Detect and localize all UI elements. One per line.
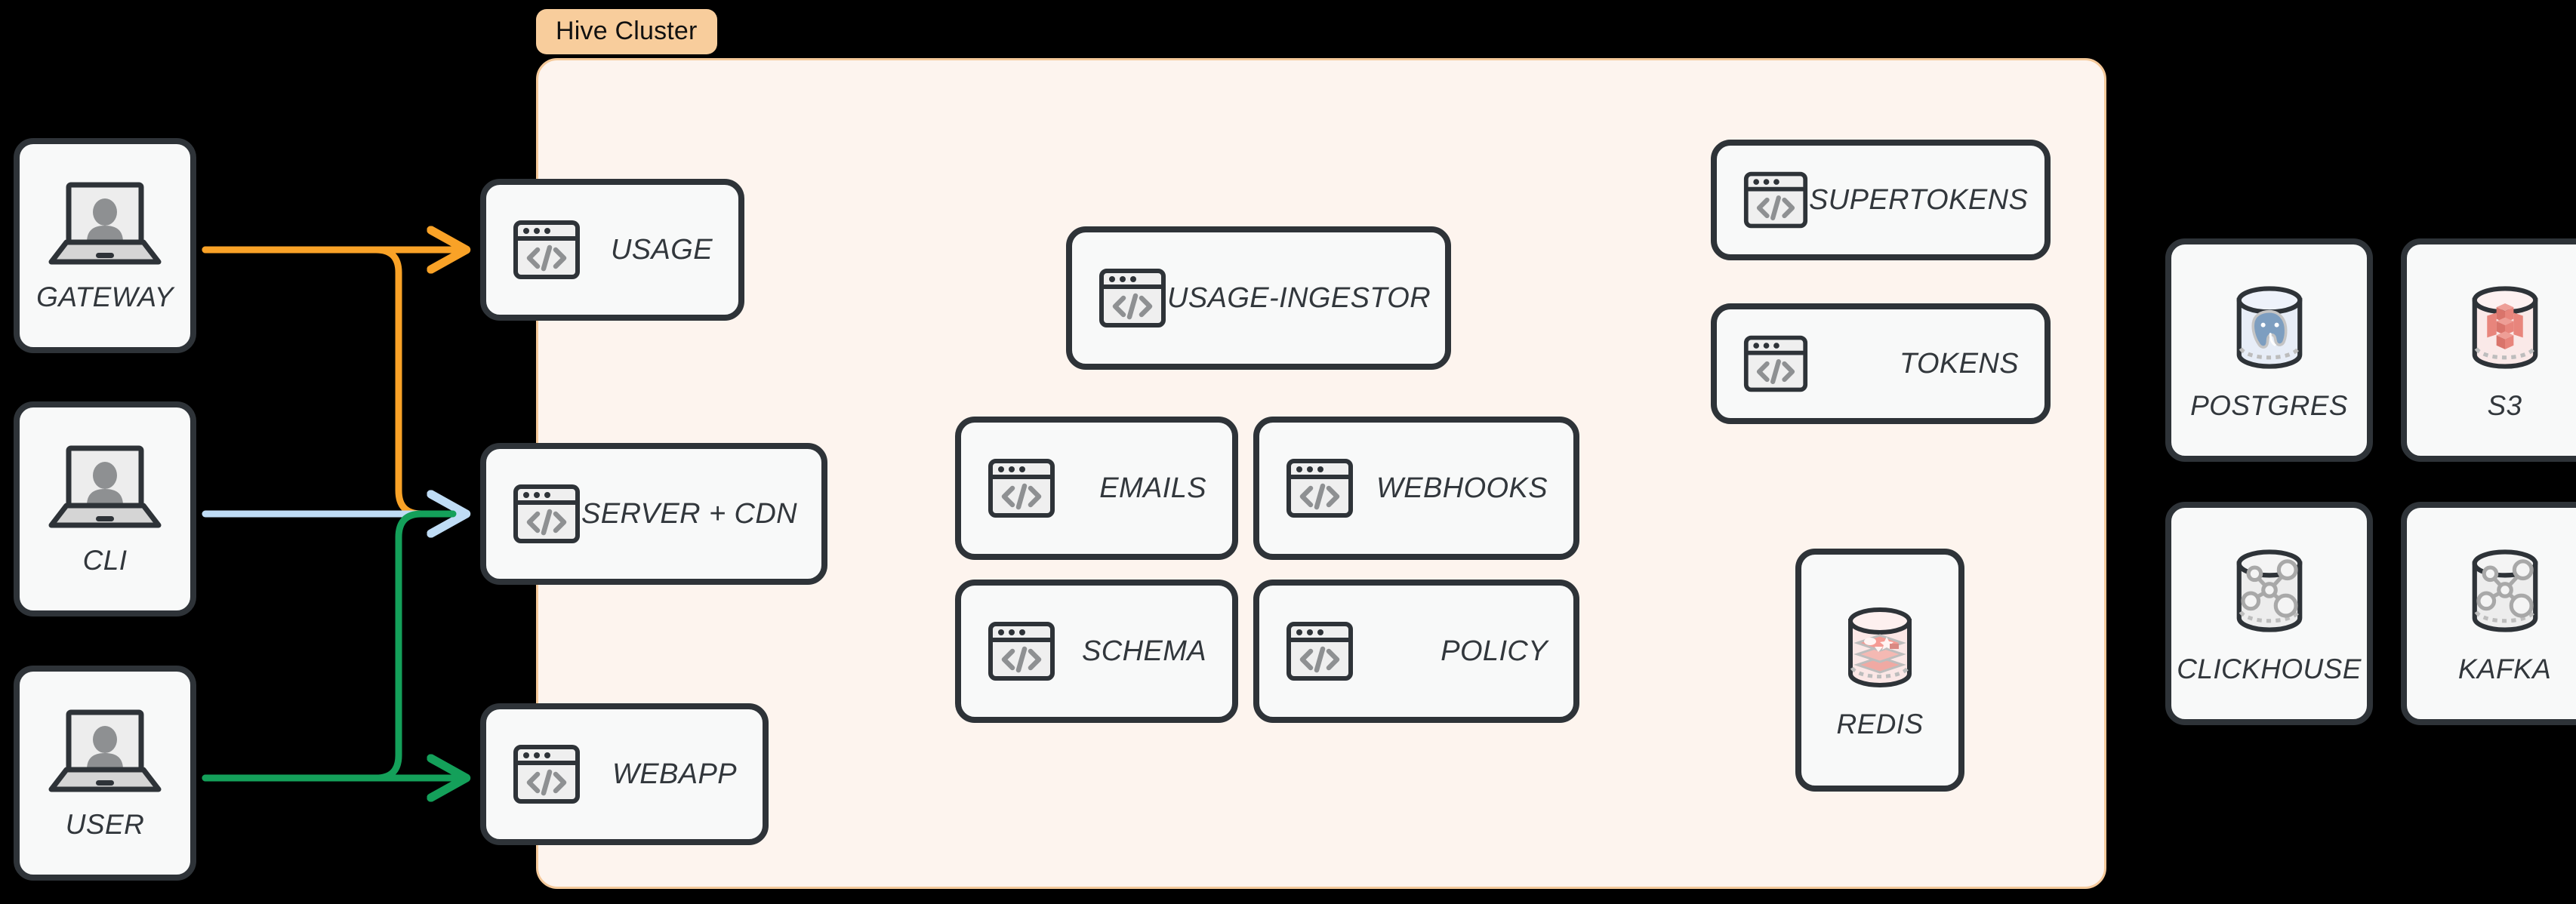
service-card-usage-ingestor[interactable]: USAGE-INGESTOR <box>1066 226 1451 370</box>
service-card-webapp[interactable]: WEBAPP <box>480 703 769 845</box>
service-card-usage[interactable]: USAGE <box>480 179 744 321</box>
service-label: SERVER + CDN <box>581 497 798 530</box>
code-window-icon <box>1098 263 1167 333</box>
code-window-icon <box>512 479 581 549</box>
actor-card-cli[interactable]: CLI <box>14 401 196 617</box>
service-label: WEBAPP <box>612 758 737 790</box>
datastore-label: POSTGRES <box>2190 390 2348 421</box>
actor-card-gateway[interactable]: GATEWAY <box>14 138 196 353</box>
code-window-icon <box>512 739 581 809</box>
datastore-card-redis[interactable]: REDIS <box>1795 549 1964 792</box>
laptop-user-icon <box>48 706 162 795</box>
datastore-label: REDIS <box>1836 709 1924 739</box>
datastore-label: CLICKHOUSE <box>2177 653 2362 684</box>
datastore-card-clickhouse[interactable]: CLICKHOUSE <box>2165 502 2373 725</box>
actor-label: GATEWAY <box>36 281 174 312</box>
code-window-icon <box>1285 617 1354 686</box>
service-card-emails[interactable]: EMAILS <box>955 417 1238 560</box>
code-window-icon <box>987 617 1056 686</box>
service-card-supertokens[interactable]: SUPERTOKENS <box>1711 140 2051 260</box>
service-label: SCHEMA <box>1082 635 1206 667</box>
code-window-icon <box>1742 167 1809 233</box>
wire-user-to-server-cdn <box>202 510 457 782</box>
postgres-cylinder-icon <box>2220 278 2319 377</box>
service-label: USAGE-INGESTOR <box>1167 281 1431 314</box>
actor-label: USER <box>65 808 145 840</box>
service-card-tokens[interactable]: TOKENS <box>1711 303 2051 424</box>
kafka-cylinder-icon <box>2456 542 2554 640</box>
datastore-card-s3[interactable]: S3 <box>2401 238 2576 462</box>
service-label: WEBHOOKS <box>1376 472 1548 504</box>
datastore-card-postgres[interactable]: POSTGRES <box>2165 238 2373 462</box>
datastore-label: KAFKA <box>2457 653 2552 684</box>
service-label: EMAILS <box>1099 472 1206 504</box>
redis-cylinder-icon <box>1832 600 1927 695</box>
laptop-user-icon <box>48 179 162 268</box>
service-label: SUPERTOKENS <box>1809 183 2029 216</box>
actor-card-user[interactable]: USER <box>14 666 196 881</box>
service-label: TOKENS <box>1900 347 2019 380</box>
code-window-icon <box>512 215 581 284</box>
datastore-label: S3 <box>2487 390 2522 421</box>
service-card-schema[interactable]: SCHEMA <box>955 580 1238 723</box>
actor-label: CLI <box>82 544 128 576</box>
service-label: USAGE <box>610 233 713 266</box>
service-label: POLICY <box>1441 635 1548 667</box>
s3-cylinder-icon <box>2456 278 2554 377</box>
laptop-user-icon <box>48 442 162 531</box>
code-window-icon <box>1285 454 1354 523</box>
code-window-icon <box>1742 331 1809 397</box>
hive-cluster-badge: Hive Cluster <box>536 9 717 54</box>
service-card-server-cdn[interactable]: SERVER + CDN <box>480 443 827 585</box>
code-window-icon <box>987 454 1056 523</box>
clickhouse-cylinder-icon <box>2220 542 2319 640</box>
service-card-webhooks[interactable]: WEBHOOKS <box>1253 417 1579 560</box>
datastore-card-kafka[interactable]: KAFKA <box>2401 502 2576 725</box>
wire-gateway-to-server-cdn <box>202 246 457 518</box>
service-card-policy[interactable]: POLICY <box>1253 580 1579 723</box>
